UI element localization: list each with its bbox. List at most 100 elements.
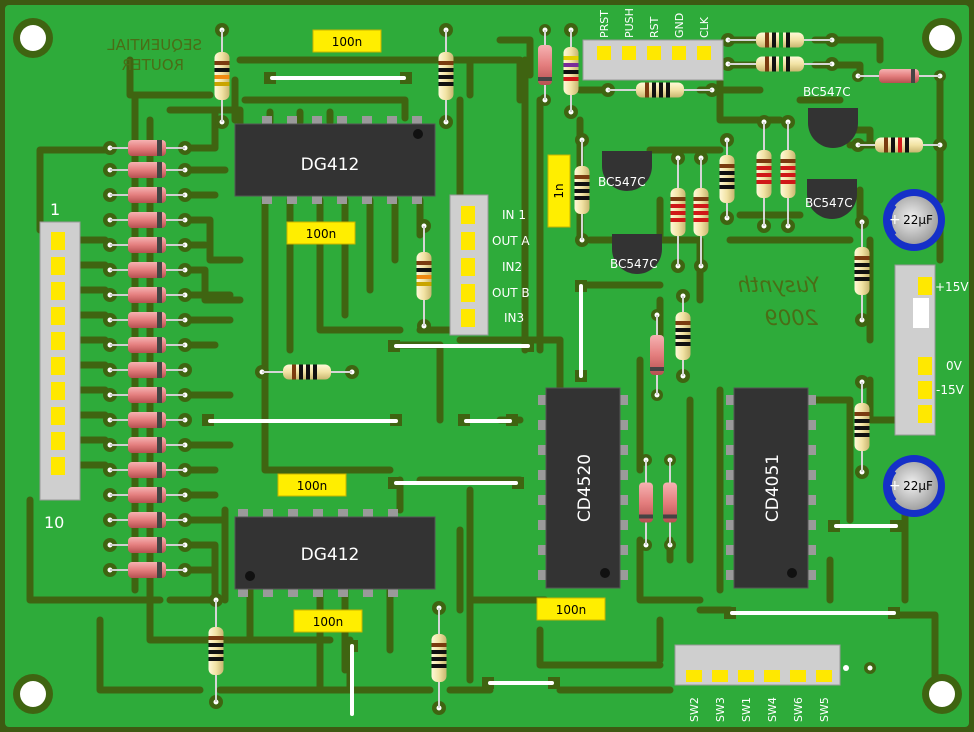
resistor (721, 56, 839, 72)
ladder-diode (103, 437, 192, 453)
ic-pin (287, 194, 297, 204)
elcap-e1-label: 22µF (903, 213, 933, 227)
left-header-pin (51, 382, 65, 400)
signal-diode (538, 24, 552, 106)
transistor-q4: BC547C (805, 179, 857, 219)
cap-c5-label: 100n (556, 603, 587, 617)
io-header-pin (461, 206, 475, 224)
ic-pin (337, 116, 347, 126)
transistor-q3: BC547C (803, 85, 858, 148)
ic-pin (618, 470, 628, 480)
io-header-label: IN2 (502, 260, 522, 274)
resistor (574, 133, 590, 247)
title-line1: SEQUENTIAL (107, 36, 202, 54)
power-header-pin (918, 357, 932, 375)
cap-c6-label: 1n (552, 183, 566, 198)
resistor (780, 115, 796, 233)
transistor-q2-label: BC547C (610, 257, 658, 271)
ladder-diode (103, 140, 192, 156)
ic-pin (387, 116, 397, 126)
ic-pin (618, 445, 628, 455)
year-text: 2009 (765, 306, 818, 330)
top-header-label: RST (648, 16, 661, 38)
ic-pin (362, 116, 372, 126)
cap-c5: 100n (536, 597, 606, 621)
left-header: 1 10 (39, 200, 81, 532)
cap-c3: 100n (277, 473, 347, 497)
left-header-pin (51, 357, 65, 375)
switch-header-pin (816, 670, 832, 682)
switch-header-pin (790, 670, 806, 682)
ic-pin (312, 116, 322, 126)
elcap-e1: + 22µF (883, 189, 945, 251)
ic-pin (363, 509, 373, 519)
ic-pin (726, 520, 736, 530)
resistor (208, 593, 224, 709)
ic-pin (618, 570, 628, 580)
io-header-label: OUT B (492, 286, 530, 300)
ic-pin (538, 395, 548, 405)
ic-pin (726, 570, 736, 580)
left-header-pin (51, 257, 65, 275)
cap-c1: 100n (312, 29, 382, 53)
ic-pin (363, 587, 373, 597)
power-label-plus15: +15V (935, 280, 969, 294)
ic-pin (726, 445, 736, 455)
top-header-pin (622, 46, 636, 60)
left-header-pin (51, 282, 65, 300)
ic-pin (313, 587, 323, 597)
ic-pin (806, 470, 816, 480)
ic-pin (726, 495, 736, 505)
power-label-minus15: -15V (936, 383, 965, 397)
resistor (416, 219, 432, 333)
left-header-last-label: 10 (44, 513, 64, 532)
left-header-pin (51, 432, 65, 450)
ladder-diode (103, 487, 192, 503)
switch-header-label: SW2 (688, 697, 701, 722)
elcap-e1-plus: + (889, 212, 901, 228)
ic-pin (388, 587, 398, 597)
ic-pin (726, 395, 736, 405)
ic-pin (618, 420, 628, 430)
ic-u4: CD4051 (726, 387, 816, 589)
resistor (721, 32, 839, 48)
ic-u4-label: CD4051 (763, 454, 783, 522)
ic-pin (388, 509, 398, 519)
top-header-pin (672, 46, 686, 60)
ic-pin (238, 509, 248, 519)
ic-pin (618, 545, 628, 555)
left-header-pin (51, 232, 65, 250)
ladder-diode (103, 512, 192, 528)
resistor (438, 23, 454, 129)
cap-c4: 100n (293, 609, 363, 633)
signal-diode (639, 454, 653, 551)
ic-pin (538, 445, 548, 455)
switch-header-pin (738, 670, 754, 682)
elcap-e2-label: 22µF (903, 479, 933, 493)
ic-u2: DG412 (234, 509, 436, 597)
ic-pin (538, 470, 548, 480)
ic-pin (538, 570, 548, 580)
ic-pin (412, 194, 422, 204)
power-header: +15V 0V -15V (894, 264, 969, 436)
io-header-pin (461, 258, 475, 276)
ic-pin (238, 587, 248, 597)
elcap-e2-plus: + (889, 478, 901, 494)
ladder-diode (103, 162, 192, 178)
power-header-pin (918, 381, 932, 399)
top-header-label: PUSH (623, 8, 636, 38)
ic-pin (362, 194, 372, 204)
ic-pin (387, 194, 397, 204)
ic-u1-label: DG412 (301, 155, 360, 175)
ic-pin (288, 587, 298, 597)
switch-header-label: SW6 (792, 697, 805, 722)
ic-pin (726, 545, 736, 555)
ic-pin (262, 116, 272, 126)
io-header-label: OUT A (492, 234, 530, 248)
ladder-diode (103, 212, 192, 228)
cap-c6: 1n (547, 154, 571, 228)
ic-pin (313, 509, 323, 519)
ladder-diode (103, 187, 192, 203)
switch-header-pin (686, 670, 702, 682)
ic-pin (806, 395, 816, 405)
